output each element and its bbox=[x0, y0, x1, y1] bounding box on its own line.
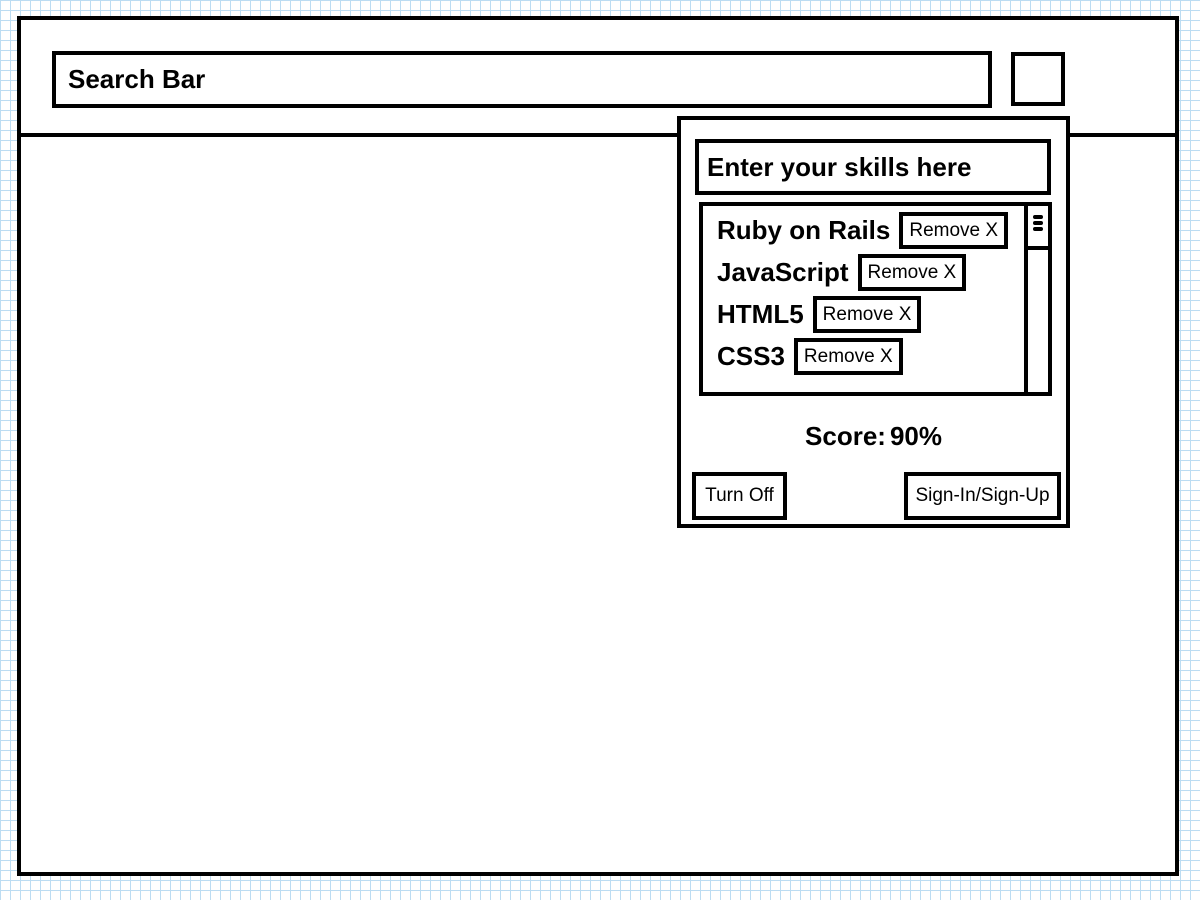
skill-item: HTML5 Remove X bbox=[717, 296, 922, 333]
skills-list: Ruby on Rails Remove X JavaScript Remove… bbox=[699, 202, 1052, 396]
sign-in-sign-up-button[interactable]: Sign-In/Sign-Up bbox=[904, 472, 1061, 520]
grip-line-icon bbox=[1033, 221, 1043, 225]
score-display: Score:90% bbox=[681, 421, 1066, 452]
skill-item: JavaScript Remove X bbox=[717, 254, 967, 291]
scrollbar-thumb[interactable] bbox=[1028, 206, 1048, 250]
skills-input[interactable]: Enter your skills here bbox=[695, 139, 1051, 195]
skills-list-scrollbar[interactable] bbox=[1024, 206, 1048, 392]
search-bar-text: Search Bar bbox=[68, 64, 206, 94]
remove-skill-button[interactable]: Remove X bbox=[899, 212, 1009, 249]
remove-skill-button[interactable]: Remove X bbox=[793, 338, 903, 375]
score-value: 90% bbox=[889, 421, 942, 451]
turn-off-button[interactable]: Turn Off bbox=[692, 472, 787, 520]
score-label: Score: bbox=[805, 421, 886, 451]
search-bar[interactable]: Search Bar bbox=[52, 51, 992, 108]
skill-label: JavaScript bbox=[717, 257, 849, 287]
skill-label: Ruby on Rails bbox=[717, 215, 891, 245]
skill-item: Ruby on Rails Remove X bbox=[717, 212, 1009, 249]
skill-item: CSS3 Remove X bbox=[717, 338, 903, 375]
remove-skill-button[interactable]: Remove X bbox=[857, 254, 967, 291]
header-divider bbox=[21, 133, 1175, 137]
remove-skill-button[interactable]: Remove X bbox=[812, 296, 922, 333]
grip-line-icon bbox=[1033, 227, 1043, 231]
skills-input-text: Enter your skills here bbox=[707, 151, 972, 182]
extension-popup-panel: Enter your skills here Ruby on Rails Rem… bbox=[677, 116, 1070, 528]
skill-label: CSS3 bbox=[717, 341, 785, 371]
skill-label: HTML5 bbox=[717, 299, 804, 329]
extension-icon-button[interactable] bbox=[1011, 52, 1065, 106]
grip-line-icon bbox=[1033, 215, 1043, 219]
